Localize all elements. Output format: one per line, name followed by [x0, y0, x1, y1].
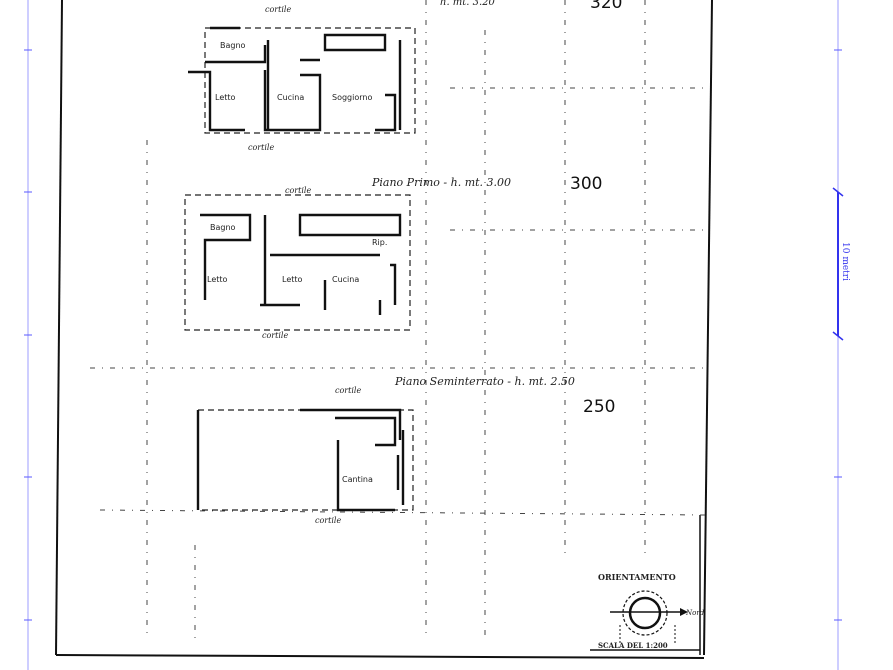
first-courtyard-bottom-label: cortile	[262, 331, 288, 340]
top-courtyard-bottom-label: cortile	[248, 143, 274, 152]
room-label: Cucina	[277, 93, 304, 102]
orientation-title: ORIENTAMENTO	[598, 572, 676, 582]
room-label: Bagno	[220, 41, 246, 50]
first-level-label: Piano Primo - h. mt. 3.00	[371, 176, 511, 189]
basement-plan	[196, 408, 414, 512]
room-label: Cantina	[342, 475, 373, 484]
scale-bar-label: 10 metri	[840, 242, 850, 281]
basement-courtyard-bottom-label: cortile	[315, 516, 341, 525]
first-courtyard-label: cortile	[285, 186, 311, 195]
scale-bar	[832, 187, 844, 341]
scale-label: SCALA DEL 1:200	[598, 641, 668, 650]
room-label: Letto	[282, 275, 303, 284]
construction-grid	[90, 0, 706, 640]
first-height-value: 300	[570, 174, 602, 194]
room-label: Soggiorno	[332, 93, 372, 102]
top-courtyard-label: cortile	[265, 5, 291, 14]
room-label: Letto	[207, 275, 228, 284]
blue-guides	[24, 0, 842, 670]
room-label: Letto	[215, 93, 236, 102]
basement-courtyard-label: cortile	[335, 386, 361, 395]
basement-level-label: Piano Seminterrato - h. mt. 2.50	[394, 375, 575, 388]
first-floor-plan	[184, 194, 411, 331]
sheet-border	[55, 0, 713, 659]
top-height-value: 320	[590, 0, 622, 13]
room-label: Rip.	[372, 238, 387, 247]
north-label: Nord	[685, 609, 705, 617]
basement-height-value: 250	[583, 397, 615, 417]
top-floor-plan	[188, 26, 416, 134]
room-label: Bagno	[210, 223, 236, 232]
room-label: Cucina	[332, 275, 359, 284]
orientation-compass-icon	[590, 590, 700, 651]
top-level-label: h. mt. 3.20	[440, 0, 496, 8]
